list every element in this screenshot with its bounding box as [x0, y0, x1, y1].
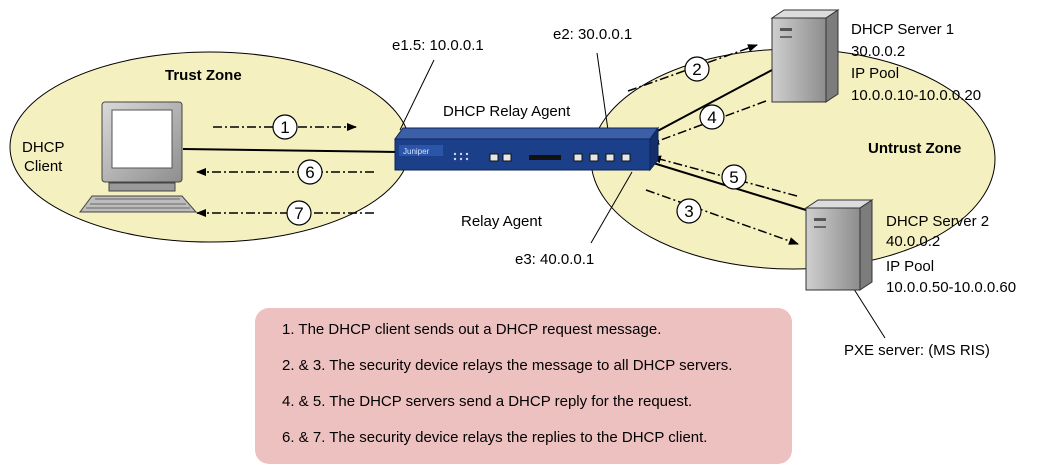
- server1-link: [649, 69, 773, 136]
- e3-leader: [590, 171, 633, 244]
- svg-text:2: 2: [692, 60, 701, 79]
- interface-e3: e3: 40.0.0.1: [515, 251, 594, 268]
- step-6-marker: 6: [297, 159, 323, 185]
- step-1-marker: 1: [272, 114, 298, 140]
- server1-pool-label: IP Pool: [851, 65, 899, 82]
- step-4-marker: 4: [699, 104, 725, 130]
- dhcp-server-1-tower: [770, 9, 840, 103]
- server1-ip: 30.0.0.2: [851, 43, 905, 60]
- interface-e2: e2: 30.0.0.1: [553, 26, 632, 43]
- step-3-marker: 3: [676, 198, 702, 224]
- server2-pool-range: 10.0.0.50-10.0.0.60: [886, 279, 1016, 296]
- client-link: [182, 148, 399, 153]
- trust-zone-label: Trust Zone: [165, 67, 242, 84]
- step-2-marker: 2: [684, 56, 710, 82]
- interface-e1-5: e1.5: 10.0.0.1: [392, 37, 484, 54]
- pxe-server-label: PXE server: (MS RIS): [844, 342, 990, 359]
- server1-name: DHCP Server 1: [851, 21, 954, 38]
- steps-legend: 1. The DHCP client sends out a DHCP requ…: [255, 308, 792, 464]
- server1-pool-range: 10.0.0.10-10.0.0.20: [851, 87, 981, 104]
- e1-5-leader: [399, 59, 435, 131]
- step-7-marker: 7: [286, 200, 312, 226]
- e2-leader: [596, 52, 609, 131]
- dhcp-client-computer: [79, 101, 198, 213]
- security-device: Juniper: [394, 126, 659, 172]
- client-label-line1: DHCP: [22, 139, 65, 156]
- legend-note: 4. & 5. The DHCP servers send a DHCP rep…: [282, 393, 693, 410]
- svg-text:1: 1: [280, 118, 289, 137]
- client-label-line2: Client: [24, 158, 63, 175]
- untrust-zone-label: Untrust Zone: [868, 140, 961, 157]
- svg-text:3: 3: [684, 202, 693, 221]
- svg-text:4: 4: [707, 108, 716, 127]
- svg-text:Juniper: Juniper: [403, 147, 430, 156]
- svg-text:7: 7: [294, 204, 303, 223]
- dhcp-server-2-tower: [804, 199, 874, 291]
- legend-note: 1. The DHCP client sends out a DHCP requ…: [282, 321, 662, 338]
- legend-note: 6. & 7. The security device relays the r…: [282, 429, 708, 446]
- arrow-step-3: [645, 189, 799, 245]
- relay-title: DHCP Relay Agent: [443, 103, 571, 120]
- server2-ip: 40.0.0.2: [886, 233, 940, 250]
- step-5-marker: 5: [721, 164, 747, 190]
- server2-pool-label: IP Pool: [886, 258, 934, 275]
- server2-name: DHCP Server 2: [886, 213, 989, 230]
- juniper-logo: [399, 145, 443, 156]
- svg-text:5: 5: [729, 168, 738, 187]
- legend-note: 2. & 3. The security device relays the m…: [282, 357, 733, 374]
- arrow-step-4: [649, 100, 767, 145]
- relay-subtitle: Relay Agent: [461, 213, 543, 230]
- svg-text:6: 6: [305, 163, 314, 182]
